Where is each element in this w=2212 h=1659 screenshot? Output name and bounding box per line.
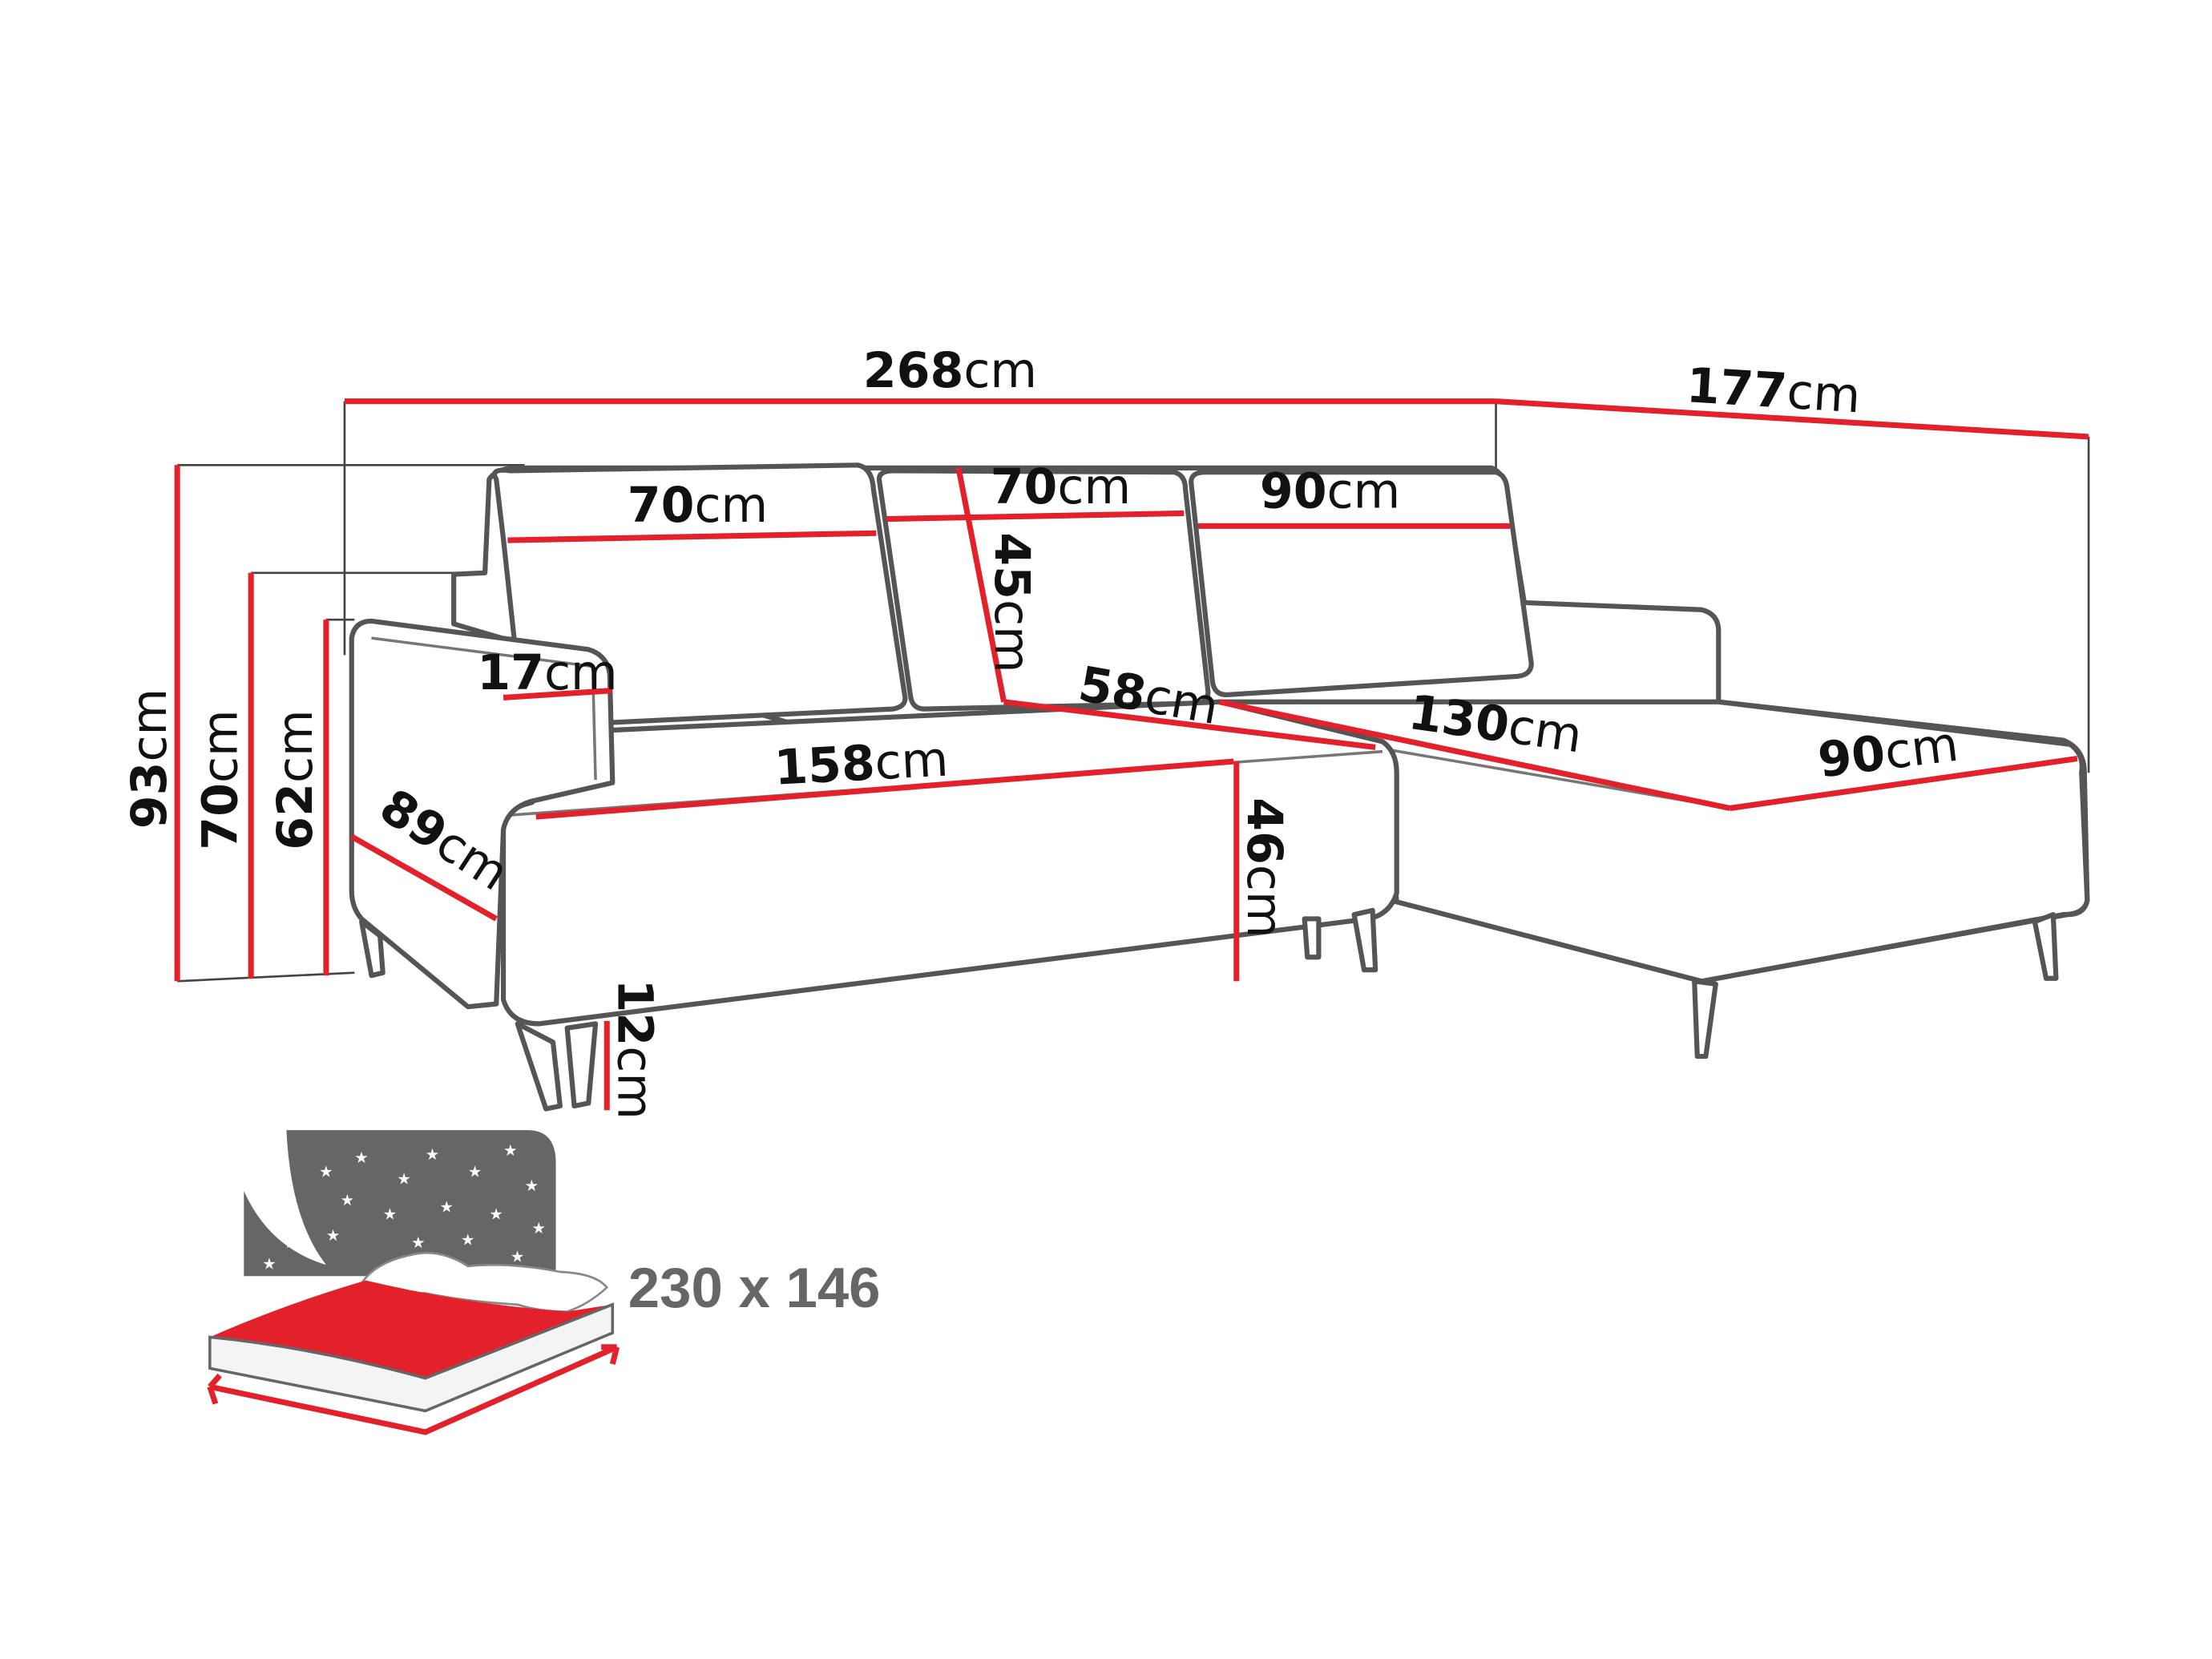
leg — [359, 918, 385, 979]
dimension-labels: 268cm 177cm 93cm 70cm 62cm 70cm 70cm 90c… — [122, 343, 1961, 1120]
stars-icon: ★★★★ ★★★★ ★★★★ ★★★★ ★★ — [262, 1141, 546, 1274]
svg-text:★: ★ — [411, 1233, 425, 1252]
leg — [515, 1021, 563, 1112]
left-armrest — [349, 618, 616, 1010]
leg — [2032, 912, 2059, 981]
label-cushion-height: 45cm — [983, 532, 1039, 672]
label-total-height: 93cm — [122, 688, 178, 829]
leg — [1351, 907, 1378, 973]
svg-text:★: ★ — [525, 1177, 539, 1195]
svg-text:★: ★ — [383, 1205, 397, 1224]
label-seat-height: 46cm — [1236, 797, 1292, 938]
label-chaise-seat-length: 130cm — [1405, 684, 1585, 765]
svg-text:★: ★ — [341, 1191, 354, 1209]
dimension-lines — [174, 398, 2089, 1111]
svg-text:★: ★ — [531, 1219, 545, 1237]
svg-text:★: ★ — [468, 1162, 482, 1181]
label-cushion-1-width: 70cm — [628, 478, 768, 534]
back-cushion-2 — [876, 468, 1211, 712]
label-arm-height: 62cm — [268, 709, 324, 850]
label-leg-height: 12cm — [606, 979, 662, 1120]
label-cushion-2-width: 70cm — [991, 459, 1131, 515]
svg-text:★: ★ — [489, 1205, 503, 1224]
svg-text:★: ★ — [319, 1162, 333, 1181]
svg-text:★: ★ — [461, 1230, 474, 1249]
svg-text:★: ★ — [262, 1254, 276, 1273]
leg — [1302, 916, 1322, 960]
bed-length-arrow — [207, 1344, 620, 1435]
label-seat-width: 158cm — [773, 731, 950, 796]
label-back-height: 70cm — [192, 709, 248, 850]
leg — [1692, 979, 1718, 1060]
svg-text:★: ★ — [354, 1148, 368, 1167]
night-sky-icon — [244, 1130, 556, 1277]
guide-lines — [177, 401, 2090, 983]
mattress-side — [208, 1302, 615, 1413]
label-cushion-3-width: 90cm — [1260, 463, 1400, 519]
label-total-width: 268cm — [863, 343, 1037, 399]
label-arm-width: 17cm — [477, 645, 617, 701]
svg-text:★: ★ — [426, 1145, 439, 1164]
svg-text:★: ★ — [511, 1248, 524, 1266]
label-chaise-width: 90cm — [1815, 716, 1962, 789]
svg-text:★: ★ — [503, 1141, 517, 1160]
svg-text:★: ★ — [284, 1233, 297, 1252]
mattress-red-top — [209, 1280, 613, 1378]
label-seat-depth: 58cm — [1075, 656, 1223, 736]
svg-text:★: ★ — [397, 1169, 410, 1188]
svg-text:★: ★ — [326, 1226, 340, 1245]
label-chaise-length: 177cm — [1685, 357, 1862, 424]
sleeping-area-icon: ★★★★ ★★★★ ★★★★ ★★★★ ★★ 230 x 146 — [207, 1130, 881, 1435]
leg — [564, 1021, 599, 1109]
sleeping-area-size: 230 x 146 — [628, 1256, 881, 1319]
svg-text:★: ★ — [439, 1198, 453, 1217]
chaise-longue — [1217, 699, 2090, 984]
